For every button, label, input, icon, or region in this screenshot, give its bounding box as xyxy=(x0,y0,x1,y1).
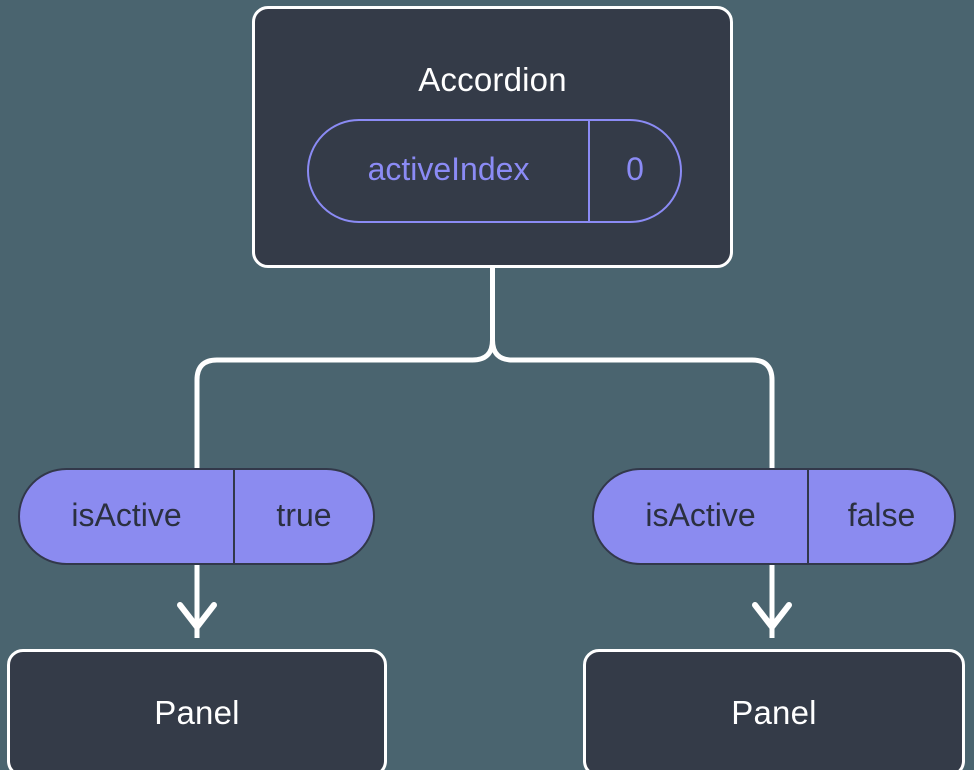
state-pill-active-index[interactable]: activeIndex 0 xyxy=(307,119,682,223)
accordion-title: Accordion xyxy=(418,61,567,98)
panel-component-box-left[interactable]: Panel xyxy=(7,649,387,770)
state-pill-key: activeIndex xyxy=(367,151,530,187)
prop-pill-value: true xyxy=(233,470,373,563)
prop-pill-is-active-true[interactable]: isActive true xyxy=(18,468,375,565)
panel-title-left: Panel xyxy=(154,694,240,731)
prop-pill-key: isActive xyxy=(71,496,182,533)
prop-pill-is-active-false[interactable]: isActive false xyxy=(592,468,956,565)
state-pill-value: 0 xyxy=(588,121,680,221)
panel-title-right: Panel xyxy=(731,694,817,731)
prop-pill-value: false xyxy=(807,470,954,563)
panel-component-box-right[interactable]: Panel xyxy=(583,649,965,770)
prop-pill-key: isActive xyxy=(645,496,756,533)
